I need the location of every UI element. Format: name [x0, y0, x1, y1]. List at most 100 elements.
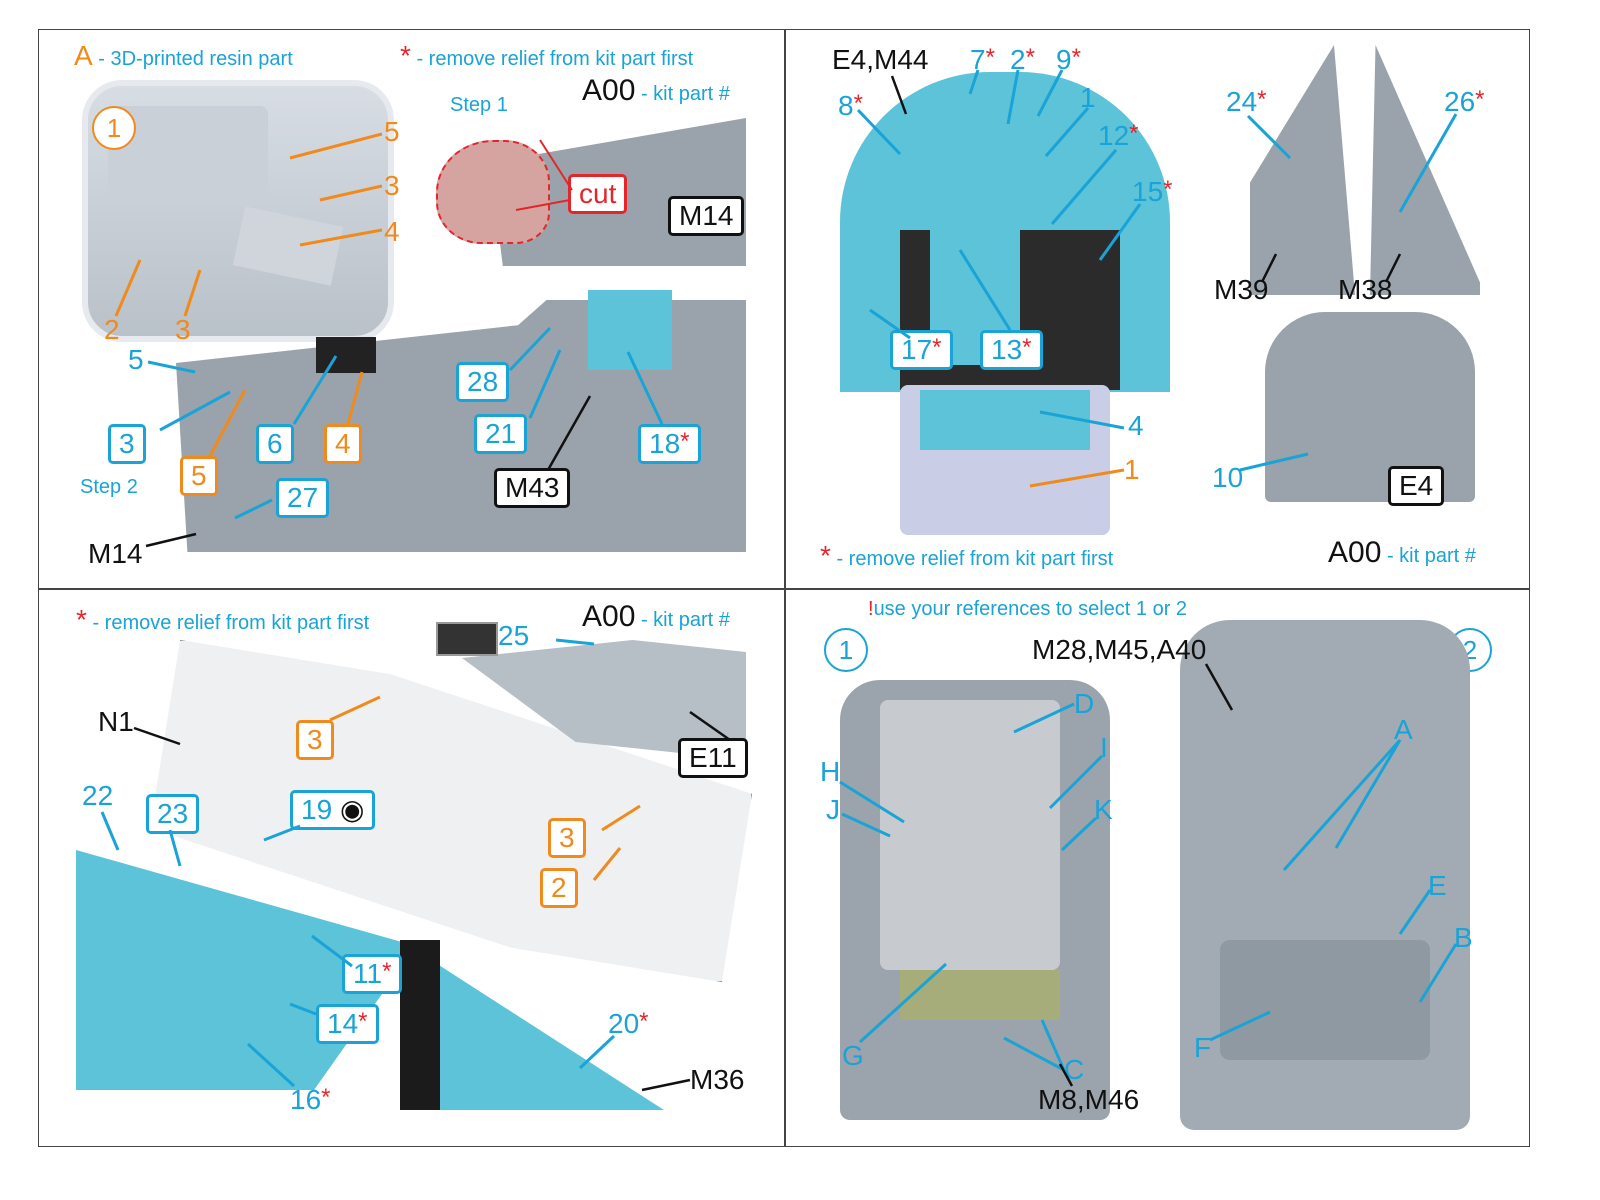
relief-star-icon: * — [1071, 44, 1081, 71]
seat-option-2 — [1180, 620, 1470, 1130]
label-23-box: 23 — [146, 794, 200, 834]
resin-callout-5: 5 — [384, 116, 400, 147]
kit-part-label-e11: E11 — [678, 738, 748, 778]
kit-part-label-m28-m45-a40: M28,M45,A40 — [1032, 634, 1207, 665]
relief-legend-p3: * - remove relief from kit part first — [76, 604, 369, 636]
relief-star-icon: * — [358, 1008, 368, 1035]
label-10: 10 — [1212, 462, 1244, 493]
kit-part-label-e4-m44: E4,M44 — [832, 44, 929, 75]
label-12: 12* — [1098, 122, 1139, 150]
label-3-orange-box-b: 3 — [548, 818, 586, 858]
label-2-number: 2 — [1010, 44, 1026, 75]
seat1-letter-j: J — [826, 794, 840, 825]
label-22: 22 — [82, 780, 114, 811]
relief-star-icon: * — [76, 604, 87, 635]
label-13-box: 13* — [980, 330, 1043, 370]
kitpart-code: A00 — [582, 600, 636, 633]
kitpart-legend-p2: A00 - kit part # — [1328, 536, 1476, 570]
label-19-box: 19 ◉ — [290, 790, 376, 830]
relief-star-icon: * — [321, 1084, 331, 1111]
step2-label: Step 2 — [80, 476, 138, 498]
label-15: 15* — [1132, 178, 1173, 206]
label-1-orange: 1 — [1124, 454, 1140, 485]
label-11-box: 11* — [342, 954, 403, 994]
kit-part-label-m38: M38 — [1338, 274, 1393, 305]
label-6-box: 6 — [256, 424, 294, 464]
relief-star-icon: * — [1163, 176, 1173, 203]
label-2-orange-box: 2 — [540, 868, 578, 908]
seat1-harness-back — [880, 700, 1060, 970]
resin-legend-text: - 3D-printed resin part — [98, 48, 293, 70]
label-28-box: 28 — [456, 362, 510, 402]
label-5-cyan: 5 — [128, 344, 144, 375]
seat1-cushion — [900, 970, 1060, 1020]
relief-star-icon: * — [1257, 86, 1267, 113]
seat2-letter-a: A — [1394, 714, 1413, 745]
label-20-number: 20 — [608, 1008, 640, 1039]
seat1-letter-h: H — [820, 756, 841, 787]
references-note-text: use your references to select 1 or 2 — [873, 598, 1188, 620]
label-9-number: 9 — [1056, 44, 1072, 75]
option-1-marker: 1 — [824, 628, 868, 672]
relief-star-icon: * — [382, 958, 392, 985]
seat1-letter-g: G — [842, 1040, 864, 1071]
label-7: 7* — [970, 46, 995, 74]
panel-6-shape — [316, 337, 376, 373]
label-20: 20* — [608, 1010, 649, 1038]
kit-part-label-e4: E4 — [1388, 466, 1445, 506]
relief-star-icon: * — [680, 428, 690, 455]
kitpart-legend-text: - kit part # — [640, 609, 730, 631]
resin-part-1-cover — [900, 385, 1110, 535]
label-12-number: 12 — [1098, 120, 1130, 151]
resin-callout-1: 1 — [92, 106, 136, 150]
relief-star-icon: * — [853, 90, 863, 117]
panel-18-shape — [588, 290, 672, 370]
label-1-cyan: 1 — [1080, 82, 1096, 113]
label-4-orange-box: 4 — [324, 424, 362, 464]
label-9: 9* — [1056, 46, 1081, 74]
relief-star-icon: * — [932, 334, 942, 361]
relief-star-icon: * — [1475, 86, 1485, 113]
label-14-box: 14* — [316, 1004, 379, 1044]
label-25: 25 — [498, 620, 530, 651]
seat1-letter-i: I — [1100, 732, 1108, 763]
cut-label: cut — [568, 174, 628, 214]
seat1-letter-d: D — [1074, 688, 1095, 719]
kitpart-code: A00 — [1328, 536, 1382, 569]
label-18-number: 18 — [649, 428, 681, 459]
kit-part-label-n1: N1 — [98, 706, 134, 737]
relief-legend-text: - remove relief from kit part first — [416, 48, 694, 70]
kitpart-legend-text: - kit part # — [640, 83, 730, 105]
label-3-orange-box-a: 3 — [296, 720, 334, 760]
relief-legend-text: - remove relief from kit part first — [836, 548, 1114, 570]
resin-callout-3a: 3 — [384, 170, 400, 201]
label-2: 2* — [1010, 46, 1035, 74]
relief-star-icon: * — [1025, 44, 1035, 71]
relief-star-icon: * — [820, 540, 831, 571]
references-note: !use your references to select 1 or 2 — [868, 598, 1187, 621]
relief-star-icon: * — [1022, 334, 1032, 361]
label-8-number: 8 — [838, 90, 854, 121]
label-7-number: 7 — [970, 44, 986, 75]
resin-callout-4: 4 — [384, 216, 400, 247]
kit-part-label-m39: M39 — [1214, 274, 1269, 305]
label-16: 16* — [290, 1086, 331, 1114]
panel-25-thumbnail — [436, 622, 498, 656]
label-19-number: 19 — [301, 794, 333, 825]
relief-star-icon: * — [639, 1008, 649, 1035]
panel-4-shape — [920, 390, 1090, 450]
label-17-number: 17 — [901, 334, 933, 365]
step1-label: Step 1 — [450, 94, 508, 116]
oxygen-bottle-strip — [400, 940, 440, 1110]
label-18-box: 18* — [638, 424, 701, 464]
label-24: 24* — [1226, 88, 1267, 116]
exclamation-icon: ! — [868, 598, 874, 620]
label-17-box: 17* — [890, 330, 953, 370]
label-15-number: 15 — [1132, 176, 1164, 207]
kit-part-label-m14-top: M14 — [668, 196, 745, 236]
label-16-number: 16 — [290, 1084, 322, 1115]
kit-part-label-m14-bottom: M14 — [88, 538, 143, 569]
seat-option-1 — [840, 680, 1110, 1120]
label-11-number: 11 — [353, 958, 383, 989]
label-8: 8* — [838, 92, 863, 120]
